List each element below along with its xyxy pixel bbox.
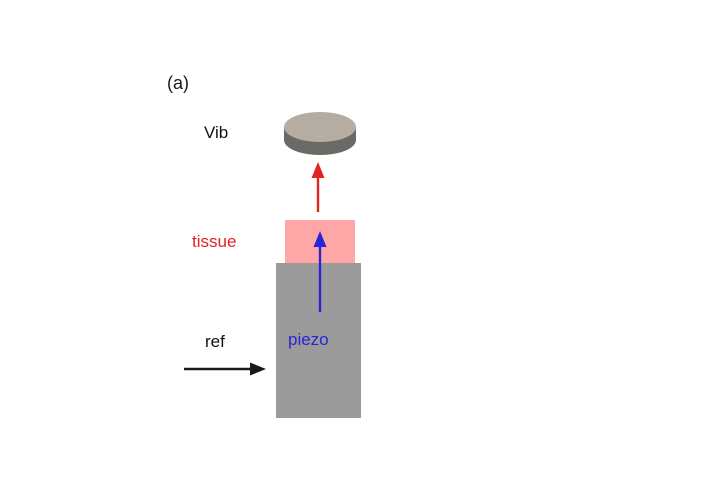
piezo-label: piezo [288,330,329,349]
vib-disc [284,112,356,155]
ref-right-arrow [184,362,266,376]
piezo-block [276,263,361,418]
panel-label: (a) [167,73,189,93]
vib-label: Vib [204,123,229,142]
piezo-up-arrow [313,231,327,312]
vib-up-arrow [311,162,325,212]
tissue-label: tissue [192,232,237,251]
ref-label: ref [205,332,225,351]
